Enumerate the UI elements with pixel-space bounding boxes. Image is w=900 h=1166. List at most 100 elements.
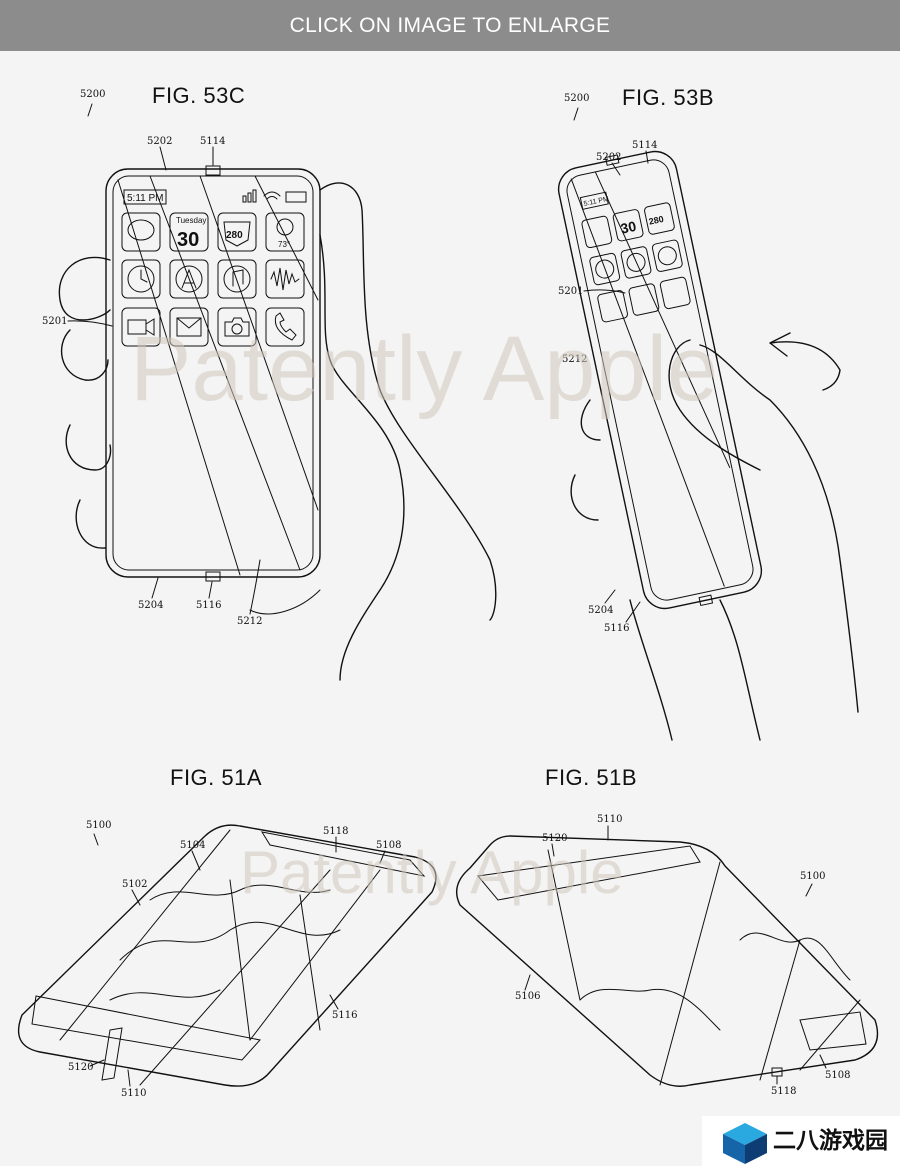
fig-51b-title: FIG. 51B bbox=[545, 765, 637, 790]
voice-memo-app-53c bbox=[265, 259, 305, 299]
leader-5104-51a bbox=[191, 850, 201, 871]
waveform-icon-53c bbox=[270, 267, 300, 291]
ref-5201-53c: 5201 bbox=[42, 316, 67, 327]
sensor-top-53c bbox=[205, 165, 221, 176]
leader-5116-53b bbox=[625, 601, 641, 623]
appstore-icon-53b bbox=[626, 252, 646, 272]
ref-5116-53c: 5116 bbox=[196, 600, 221, 611]
leader-5116-53c bbox=[208, 581, 213, 599]
glass-reflection-lines-53c bbox=[117, 175, 319, 576]
mail-app-53b bbox=[628, 283, 660, 316]
leader-5120-51a bbox=[89, 1059, 105, 1067]
leader-5201-53b bbox=[583, 289, 626, 294]
music-icon-53c bbox=[223, 265, 251, 293]
route-label-53b: 280 bbox=[648, 214, 665, 227]
maps-app-53b bbox=[644, 202, 675, 235]
ref-5120-51a: 5120 bbox=[68, 1062, 93, 1073]
device-51b-edge-texture bbox=[477, 845, 701, 901]
wifi-icon-53c bbox=[263, 191, 281, 200]
sensor-bottom-53b bbox=[698, 594, 714, 607]
music-icon-53b bbox=[657, 246, 677, 266]
messages-icon-53c bbox=[127, 219, 155, 241]
ref-arrow-5200 bbox=[87, 103, 93, 117]
leader-5201-53c bbox=[67, 320, 113, 327]
ref-5116-53b: 5116 bbox=[604, 623, 629, 634]
video-app-53c bbox=[121, 307, 161, 347]
rotation-arrow-53b bbox=[769, 332, 841, 391]
clock-app-53b bbox=[589, 252, 621, 286]
phone-icon-53c bbox=[274, 312, 297, 341]
video-app-53b bbox=[597, 290, 629, 323]
hand-53c-palm-line bbox=[249, 589, 321, 615]
site-logo[interactable]: 二八游戏园 bbox=[702, 1116, 900, 1166]
calendar-app-53b bbox=[612, 209, 644, 242]
device-53c-screen bbox=[112, 175, 314, 571]
ref-5110-51b: 5110 bbox=[597, 814, 622, 825]
figure-51a: FIG. 51A 5100 5104 5118 5108 5102 5116 5… bbox=[17, 765, 437, 1099]
ref-5200-53b: 5200 bbox=[564, 93, 589, 104]
music-note-53c bbox=[232, 269, 244, 287]
camera-icon-53c bbox=[224, 317, 250, 337]
enlarge-image-banner[interactable]: CLICK ON IMAGE TO ENLARGE bbox=[0, 0, 900, 51]
ref-arrow-5100-51a bbox=[93, 833, 99, 846]
device-53b-body bbox=[557, 150, 763, 610]
appstore-a-53c bbox=[181, 268, 197, 289]
watermark-upper: Patently Apple bbox=[130, 318, 718, 420]
sensor-band-51a bbox=[101, 1027, 123, 1081]
ref-5102-51a: 5102 bbox=[122, 879, 147, 890]
mail-icon-53c bbox=[176, 317, 202, 337]
watermark-lower: Patently Apple bbox=[240, 839, 624, 906]
ref-5110-51a: 5110 bbox=[121, 1088, 146, 1099]
leader-5114-53b bbox=[645, 150, 649, 164]
sensor-bottom-53c bbox=[205, 571, 221, 582]
hand-53c bbox=[58, 182, 497, 681]
ref-5100-51b: 5100 bbox=[800, 871, 825, 882]
ref-arrow-5100-51b bbox=[805, 883, 813, 897]
figure-53c: FIG. 53C 5200 5:11 PM Tuesday 30 280 73° bbox=[42, 83, 497, 681]
fig-53c-title: FIG. 53C bbox=[152, 83, 245, 108]
weather-app-53c bbox=[265, 212, 305, 252]
calendar-day-53c: Tuesday bbox=[176, 216, 206, 225]
route-label-53c: 280 bbox=[226, 230, 243, 241]
figure-53b: FIG. 53B 5200 5:11 PM 30 280 bbox=[557, 85, 859, 741]
music-app-53c bbox=[217, 259, 257, 299]
messages-app-53c bbox=[121, 212, 161, 252]
video-camera-icon-53c bbox=[127, 318, 155, 336]
calendar-date-53b: 30 bbox=[619, 218, 638, 237]
camera-lens-53c bbox=[231, 323, 243, 335]
device-51a-edge-texture bbox=[31, 995, 261, 1061]
ref-5120-51b: 5120 bbox=[542, 833, 567, 844]
patent-figure-sheet[interactable]: FIG. 53C 5200 5:11 PM Tuesday 30 280 73° bbox=[0, 51, 900, 1166]
ref-5116-51a: 5116 bbox=[332, 1010, 357, 1021]
ref-5114-53b: 5114 bbox=[632, 140, 657, 151]
ref-5104-51a: 5104 bbox=[180, 840, 205, 851]
leader-5108-51a bbox=[379, 850, 386, 864]
site-logo-text: 二八游戏园 bbox=[773, 1127, 888, 1154]
glass-reflection-lines-51a bbox=[59, 829, 381, 1086]
device-51b-body bbox=[456, 835, 879, 1087]
ref-5204-53c: 5204 bbox=[138, 600, 163, 611]
battery-icon-53c bbox=[285, 191, 307, 203]
hand-53b bbox=[570, 339, 859, 741]
glass-reflection-lines-53b bbox=[570, 171, 731, 587]
leader-5120-51b bbox=[551, 843, 555, 857]
route-shield-icon-53c bbox=[223, 221, 251, 247]
clock-icon-53c bbox=[127, 265, 155, 293]
signal-icon-53c bbox=[242, 189, 257, 203]
calendar-date-53c: 30 bbox=[177, 229, 199, 251]
ref-5202-53c: 5202 bbox=[147, 136, 172, 147]
appstore-icon-53c bbox=[175, 265, 203, 293]
sun-icon-53c bbox=[276, 218, 294, 236]
leader-5106-51b bbox=[524, 974, 531, 991]
ref-5204-53b: 5204 bbox=[588, 605, 613, 616]
ref-5108-51b: 5108 bbox=[825, 1070, 850, 1081]
scenery-tree-lines-51b bbox=[579, 932, 851, 1031]
figure-51b: FIG. 51B 5110 5120 5100 5106 5118 5108 bbox=[456, 765, 879, 1097]
appstore-app-53b bbox=[620, 246, 652, 279]
calendar-app-53c bbox=[169, 212, 209, 252]
ref-5200-53c: 5200 bbox=[80, 89, 105, 100]
ref-5201-53b: 5201 bbox=[558, 286, 583, 297]
leader-5110-51a bbox=[127, 1069, 131, 1087]
fig-53b-title: FIG. 53B bbox=[622, 85, 714, 110]
status-time-box-53c bbox=[123, 189, 167, 205]
